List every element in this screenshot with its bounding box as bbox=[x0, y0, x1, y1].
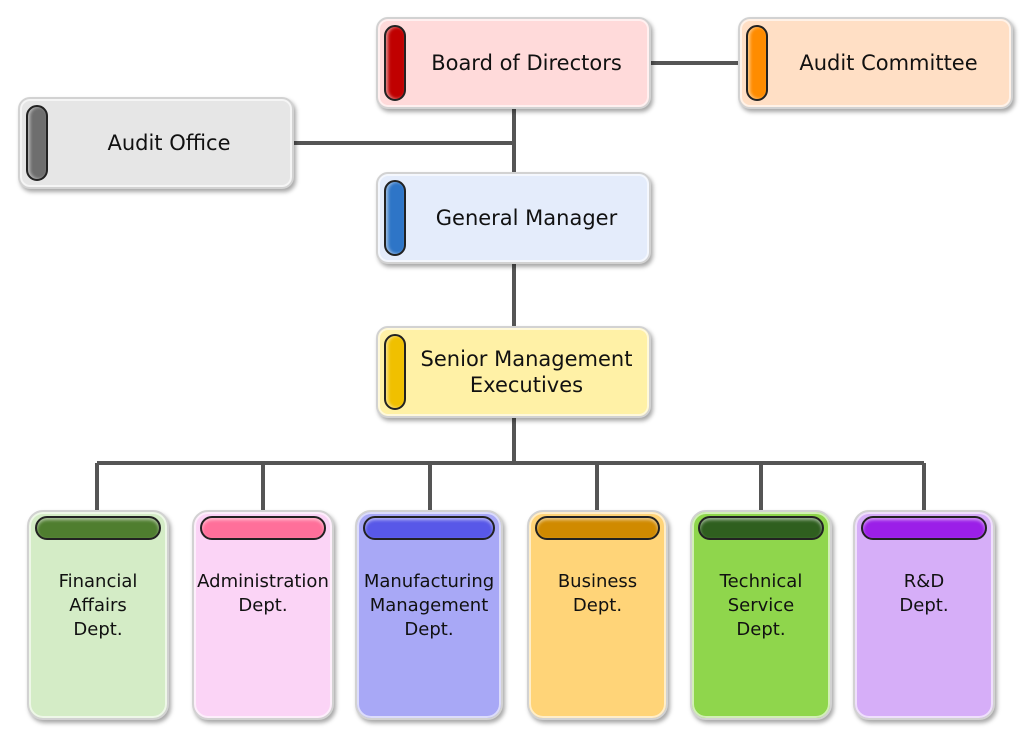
board-tab-marker bbox=[384, 25, 406, 101]
audit-committee-box: Audit Committee bbox=[738, 17, 1013, 109]
dept-manufacturing-management-bar bbox=[363, 516, 495, 540]
audit-office-tab-marker bbox=[26, 105, 48, 181]
audit-office-label: Audit Office bbox=[107, 131, 231, 155]
dept-financial-affairs-label: Financial Affairs Dept. bbox=[58, 571, 138, 640]
dept-financial-affairs: Financial Affairs Dept. bbox=[27, 510, 169, 720]
dept-administration-bar bbox=[200, 516, 326, 540]
senior-management-label: Senior Management Executives bbox=[420, 347, 633, 397]
audit-committee-tab-marker bbox=[746, 25, 768, 101]
senior-management-box: Senior Management Executives bbox=[376, 326, 651, 418]
dept-manufacturing-management-label: Manufacturing Management Dept. bbox=[363, 571, 495, 640]
senior-management-tab-marker bbox=[384, 334, 406, 410]
dept-manufacturing-management: Manufacturing Management Dept. bbox=[355, 510, 503, 720]
dept-technical-service-bar bbox=[698, 516, 824, 540]
dept-administration-label: Administration Dept. bbox=[197, 571, 329, 616]
dept-business-bar bbox=[535, 516, 660, 540]
audit-office-box: Audit Office bbox=[18, 97, 294, 189]
audit-committee-label: Audit Committee bbox=[799, 51, 978, 75]
dept-rd: R&D Dept. bbox=[853, 510, 995, 720]
dept-technical-service-label: Technical Service Dept. bbox=[719, 571, 803, 640]
general-manager-box: General Manager bbox=[376, 172, 651, 264]
dept-business: Business Dept. bbox=[527, 510, 668, 720]
board-of-directors-box: Board of Directors bbox=[376, 17, 651, 109]
general-manager-label: General Manager bbox=[435, 206, 618, 230]
dept-rd-label: R&D Dept. bbox=[899, 571, 949, 616]
dept-technical-service: Technical Service Dept. bbox=[690, 510, 832, 720]
dept-financial-affairs-bar bbox=[35, 516, 161, 540]
dept-rd-bar bbox=[861, 516, 987, 540]
dept-business-label: Business Dept. bbox=[557, 571, 638, 616]
board-of-directors-label: Board of Directors bbox=[431, 51, 622, 75]
dept-administration: Administration Dept. bbox=[192, 510, 334, 720]
general-manager-tab-marker bbox=[384, 180, 406, 256]
